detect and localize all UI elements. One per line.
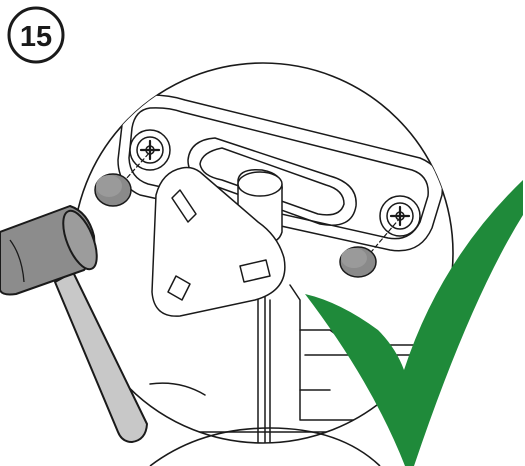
- step-number-badge: 15: [9, 8, 63, 62]
- step-number: 15: [20, 21, 52, 53]
- screw-left: [130, 130, 170, 170]
- screw-right: [380, 196, 420, 236]
- rubber-cap-right: [340, 247, 376, 277]
- rubber-cap-left: [95, 174, 131, 206]
